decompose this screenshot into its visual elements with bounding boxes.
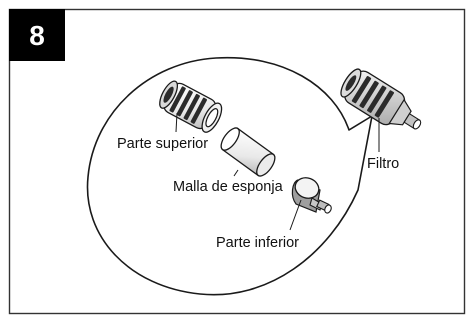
step-number: 8 [29,20,45,51]
step-badge-background [9,9,65,61]
label-top-part: Parte superior [117,136,208,152]
label-sponge-mesh: Malla de esponja [173,179,284,195]
step-badge: 8 [9,9,65,61]
label-filter: Filtro [367,156,399,172]
leader-line-sponge-mesh [233,169,239,177]
sponge-mesh-illustration [220,127,276,177]
leader-line-top-part [175,112,178,133]
label-bottom-part: Parte inferior [216,235,299,251]
top-part-illustration [159,80,223,133]
filter-illustration [340,68,422,130]
leader-line-bottom-part [289,199,302,231]
magnification-bubble [86,56,373,296]
